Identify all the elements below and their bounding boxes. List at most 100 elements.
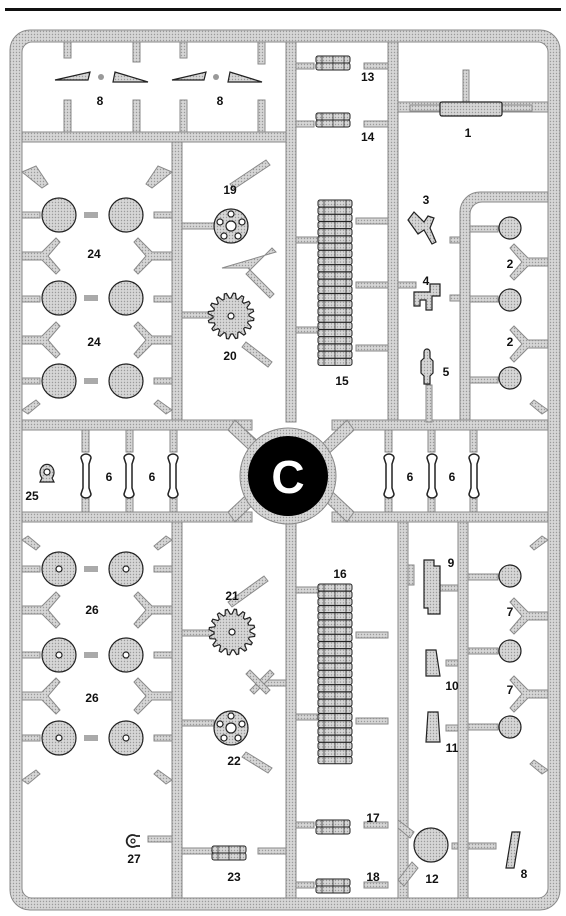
- part-5-pin: [420, 348, 434, 385]
- part-16-track-run: [317, 583, 353, 765]
- label-26: 26: [85, 603, 99, 617]
- label-7: 7: [507, 605, 514, 619]
- track-link: [317, 213, 353, 222]
- part-21-sprocket: [208, 608, 256, 656]
- sprue-gates: [21, 41, 533, 889]
- label-15: 15: [335, 374, 349, 388]
- track-link: [317, 698, 353, 707]
- label-25: 25: [25, 489, 39, 503]
- label-13: 13: [361, 70, 375, 84]
- part-24-wheels: [41, 197, 144, 399]
- part-20-sprocket: [207, 292, 255, 340]
- track-link: [317, 684, 353, 693]
- part-17-track: [315, 819, 351, 835]
- part-12-disc: [413, 827, 449, 863]
- part-19-idler-wheel: [213, 208, 249, 244]
- label-1: 1: [465, 126, 472, 140]
- label-8: 8: [217, 94, 224, 108]
- label-11: 11: [446, 741, 459, 755]
- label-8: 8: [521, 867, 528, 881]
- track-link: [317, 235, 353, 244]
- track-link: [317, 278, 353, 287]
- track-link: [317, 350, 353, 359]
- track-link: [317, 712, 353, 722]
- label-2: 2: [507, 257, 514, 271]
- track-link: [317, 300, 353, 309]
- label-24: 24: [87, 247, 101, 261]
- runner-arms: [21, 159, 549, 785]
- track-link: [317, 199, 353, 208]
- part-14-track: [315, 112, 351, 128]
- track-link: [317, 357, 353, 366]
- track-link: [317, 597, 353, 607]
- track-link: [317, 343, 353, 352]
- track-link: [317, 336, 353, 345]
- track-link: [317, 314, 353, 323]
- track-link: [317, 271, 353, 280]
- label-4: 4: [423, 274, 430, 288]
- track-link: [317, 321, 353, 330]
- part-4-mount: [413, 283, 441, 311]
- sprue-letter-badge: C: [248, 436, 328, 516]
- label-14: 14: [361, 130, 375, 144]
- track-link: [317, 257, 353, 266]
- label-17: 17: [366, 811, 380, 825]
- part-9-plate: [423, 559, 441, 615]
- part-2-small-wheels: [498, 216, 522, 390]
- track-link: [317, 329, 353, 338]
- track-link: [317, 676, 353, 686]
- track-link: [317, 293, 353, 302]
- label-6: 6: [407, 470, 414, 484]
- part-7-small-wheels: [498, 564, 522, 739]
- track-link: [317, 221, 353, 230]
- track-link: [317, 633, 353, 643]
- label-6: 6: [449, 470, 456, 484]
- part-15-track-run: [317, 199, 353, 366]
- label-5: 5: [443, 365, 450, 379]
- part-3-bracket: [407, 211, 437, 245]
- label-12: 12: [425, 872, 439, 886]
- track-link: [317, 583, 353, 592]
- part-26-wheels: [41, 551, 144, 756]
- part-21-hub: [228, 628, 236, 636]
- label-6: 6: [149, 470, 156, 484]
- part-27-shackle: [125, 834, 140, 848]
- part-8a-wedges: [54, 71, 263, 83]
- label-9: 9: [448, 556, 455, 570]
- label-23: 23: [227, 870, 241, 884]
- track-link: [317, 662, 353, 671]
- part-11-wedge: [425, 711, 441, 743]
- track-link: [317, 242, 353, 251]
- label-27: 27: [127, 852, 141, 866]
- part-10-wedge: [425, 649, 441, 677]
- top-rule: [5, 8, 561, 11]
- part-13-track: [315, 55, 351, 71]
- track-link: [317, 734, 353, 743]
- label-19: 19: [223, 183, 237, 197]
- sprue-letter: C: [271, 451, 304, 503]
- track-link: [317, 756, 353, 765]
- track-link: [317, 640, 353, 650]
- part-1-bar: [439, 101, 503, 117]
- track-link: [317, 705, 353, 715]
- part-25-ring: [39, 463, 55, 483]
- part-number-labels: 8 8 13 14 1 19 3 24 24 2 4 2 20 15 5 25 …: [25, 70, 527, 886]
- label-6: 6: [106, 470, 113, 484]
- track-link: [317, 626, 353, 635]
- label-24: 24: [87, 335, 101, 349]
- track-link: [317, 748, 353, 758]
- part-23-track: [211, 845, 247, 861]
- label-26: 26: [85, 691, 99, 705]
- part-8c-wedge: [505, 831, 521, 869]
- label-10: 10: [445, 679, 459, 693]
- track-link: [317, 228, 353, 237]
- label-3: 3: [423, 193, 430, 207]
- track-link: [317, 741, 353, 751]
- track-link: [317, 648, 353, 657]
- track-link: [317, 691, 353, 700]
- track-link: [317, 720, 353, 729]
- track-link: [317, 249, 353, 258]
- track-link: [317, 285, 353, 294]
- label-22: 22: [227, 754, 241, 768]
